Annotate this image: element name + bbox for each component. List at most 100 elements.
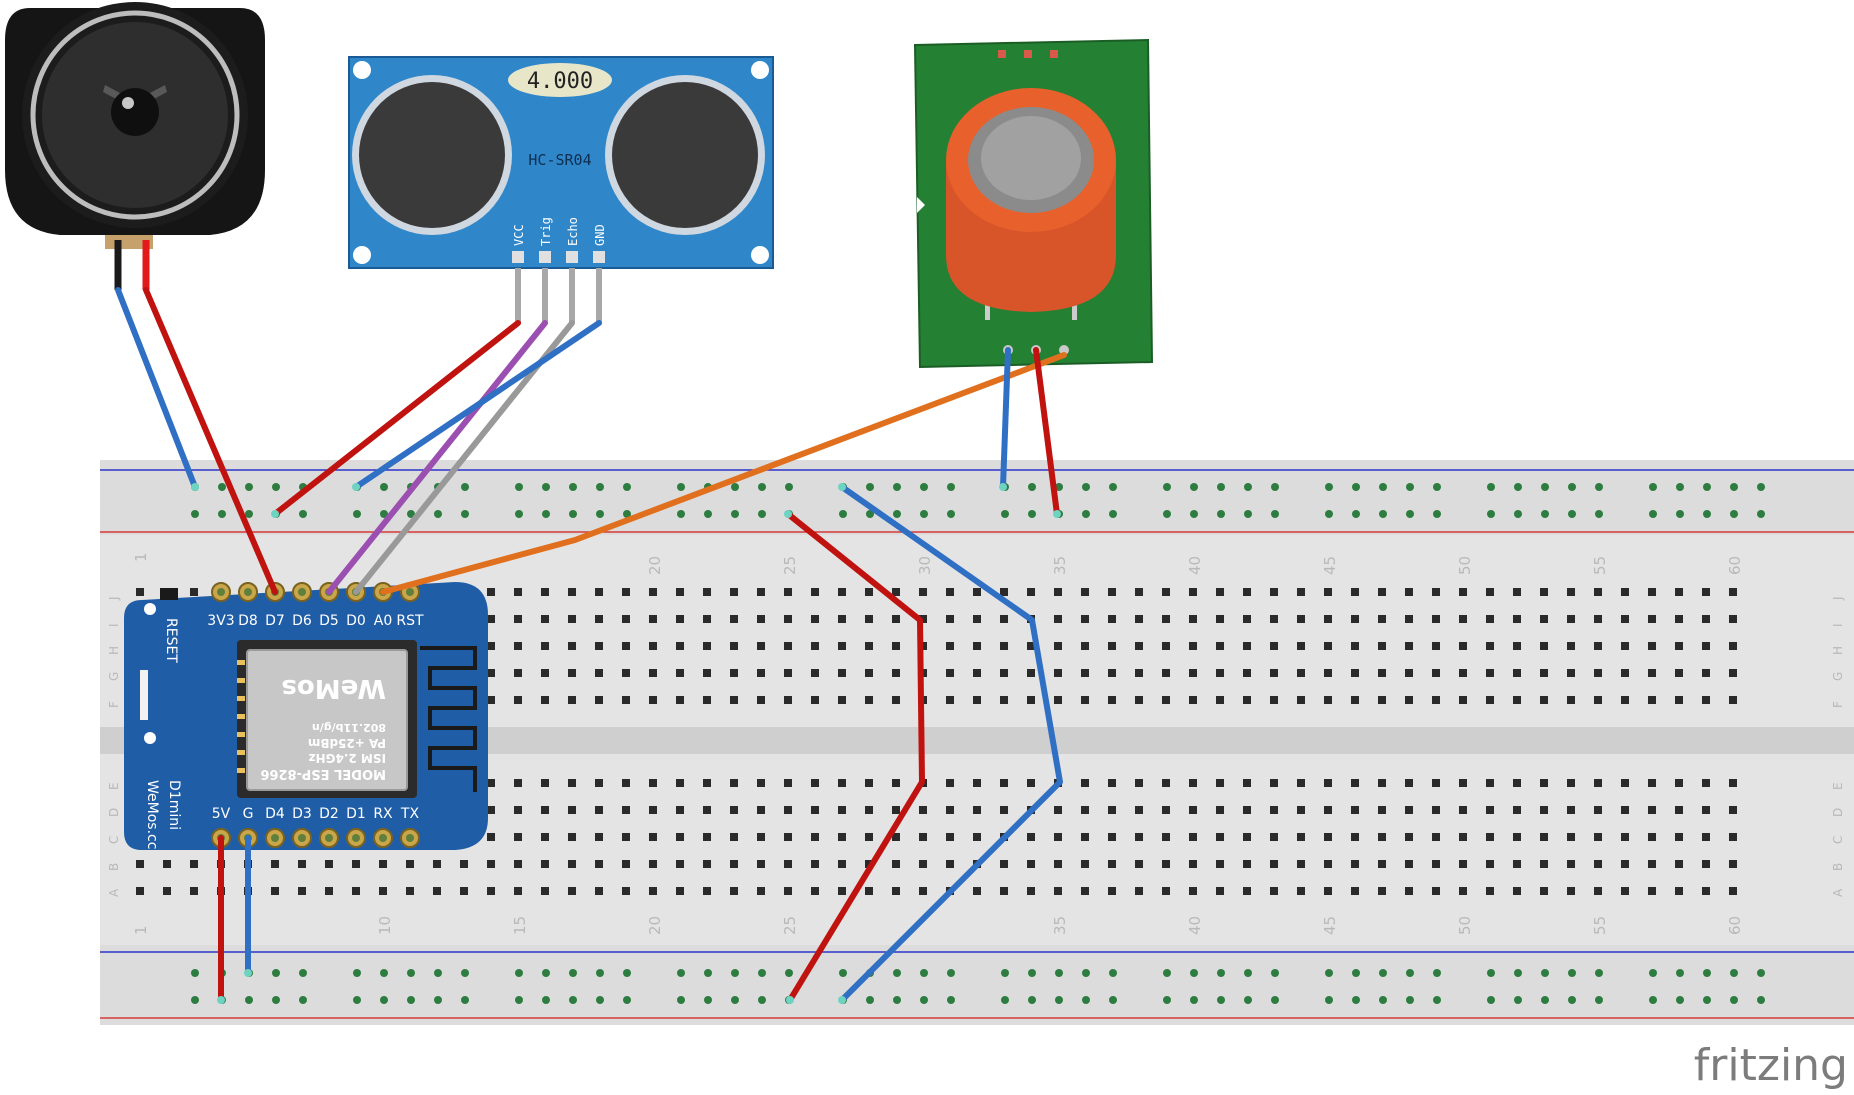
breadboard-hole	[730, 806, 738, 814]
rail-hole	[1109, 510, 1117, 518]
breadboard-hole	[1243, 887, 1251, 895]
rail-hole	[1541, 969, 1549, 977]
breadboard-hole	[1243, 642, 1251, 650]
breadboard-hole	[1000, 806, 1008, 814]
breadboard-hole	[1000, 696, 1008, 704]
breadboard-hole	[514, 669, 522, 677]
breadboard-hole	[1621, 860, 1629, 868]
breadboard-hole	[649, 615, 657, 623]
rail-hole	[866, 510, 874, 518]
breadboard-hole	[1027, 588, 1035, 596]
column-label: 35	[1051, 916, 1069, 935]
breadboard-hole	[649, 696, 657, 704]
breadboard-hole	[1351, 806, 1359, 814]
rail-hole	[1271, 996, 1279, 1004]
chip-logo: WeMos	[281, 673, 386, 703]
breadboard-hole	[1405, 806, 1413, 814]
top-power-rail	[100, 460, 1854, 535]
smd-component	[998, 50, 1006, 58]
wire-rail-vcc-bridge	[785, 511, 925, 1003]
rail-hole	[1109, 996, 1117, 1004]
row-label: C	[1831, 836, 1845, 844]
wire-rail-gnd-bridge	[839, 484, 1063, 1003]
breadboard-hole	[1135, 806, 1143, 814]
breadboard-hole	[892, 887, 900, 895]
rail-hole	[1757, 510, 1765, 518]
row-label: F	[1831, 701, 1845, 708]
rail-hole	[1676, 483, 1684, 491]
breadboard-hole	[1351, 642, 1359, 650]
breadboard-hole	[1054, 887, 1062, 895]
breadboard-hole	[892, 779, 900, 787]
breadboard-hole	[1270, 588, 1278, 596]
breadboard-hole	[190, 860, 198, 868]
breadboard-hole	[1702, 615, 1710, 623]
column-label: 45	[1321, 916, 1339, 935]
breadboard-hole	[568, 696, 576, 704]
rail-hole	[542, 996, 550, 1004]
rail-hole	[1541, 483, 1549, 491]
breadboard-hole	[1216, 642, 1224, 650]
usb-port[interactable]	[140, 670, 148, 720]
rail-hole	[299, 510, 307, 518]
rail-hole	[272, 969, 280, 977]
rail-hole	[1028, 510, 1036, 518]
breadboard-hole	[541, 833, 549, 841]
pin-label-trig: Trig	[539, 217, 553, 246]
breadboard-hole	[919, 860, 927, 868]
breadboard-hole	[1675, 588, 1683, 596]
rail-hole	[1406, 510, 1414, 518]
breadboard-hole	[730, 860, 738, 868]
breadboard-hole	[595, 696, 603, 704]
rail-hole	[1244, 510, 1252, 518]
breadboard-hole	[433, 887, 441, 895]
breadboard-hole	[946, 806, 954, 814]
breadboard-hole	[1567, 669, 1575, 677]
rail-hole	[353, 510, 361, 518]
breadboard-hole	[811, 588, 819, 596]
breadboard-hole	[973, 642, 981, 650]
breadboard-hole	[676, 833, 684, 841]
rail-hole	[1487, 996, 1495, 1004]
column-label: 55	[1591, 916, 1609, 935]
breadboard-hole	[595, 615, 603, 623]
breadboard-hole	[1702, 779, 1710, 787]
breadboard-hole	[487, 833, 495, 841]
breadboard-hole	[1189, 887, 1197, 895]
breadboard-hole	[622, 833, 630, 841]
breadboard-hole	[1405, 833, 1413, 841]
breadboard-hole	[1162, 887, 1170, 895]
rail-hole	[677, 969, 685, 977]
rail-hole	[569, 483, 577, 491]
breadboard-hole	[1594, 669, 1602, 677]
row-labels-left: J I H G F E D C B A	[107, 596, 121, 897]
column-label: 35	[1051, 556, 1069, 575]
rail-hole	[218, 483, 226, 491]
rail-hole	[623, 483, 631, 491]
breadboard-hole	[1297, 833, 1305, 841]
rail-hole	[947, 969, 955, 977]
mounting-hole	[751, 61, 769, 79]
breadboard-hole	[1540, 696, 1548, 704]
breadboard-hole	[1270, 887, 1278, 895]
breadboard-hole	[1324, 833, 1332, 841]
breadboard-hole	[622, 696, 630, 704]
breadboard-hole	[1135, 779, 1143, 787]
breadboard-hole	[487, 887, 495, 895]
rail-hole	[920, 483, 928, 491]
pin-label: RX	[373, 806, 393, 822]
breadboard-hole	[1081, 588, 1089, 596]
rail-hole	[839, 510, 847, 518]
rail-hole	[1676, 510, 1684, 518]
reset-button[interactable]	[160, 588, 178, 600]
rail-hole	[1703, 969, 1711, 977]
breadboard-hole	[1675, 887, 1683, 895]
breadboard-hole	[784, 696, 792, 704]
breadboard-hole	[1270, 615, 1278, 623]
breadboard-hole	[1540, 806, 1548, 814]
top-pin-labels: 3V3 D8 D7 D6 D5 D0 A0 RST	[207, 613, 424, 629]
row-label: G	[1831, 672, 1845, 681]
column-label: 1	[132, 552, 150, 562]
rail-hole	[434, 996, 442, 1004]
transducer-left	[359, 82, 505, 228]
